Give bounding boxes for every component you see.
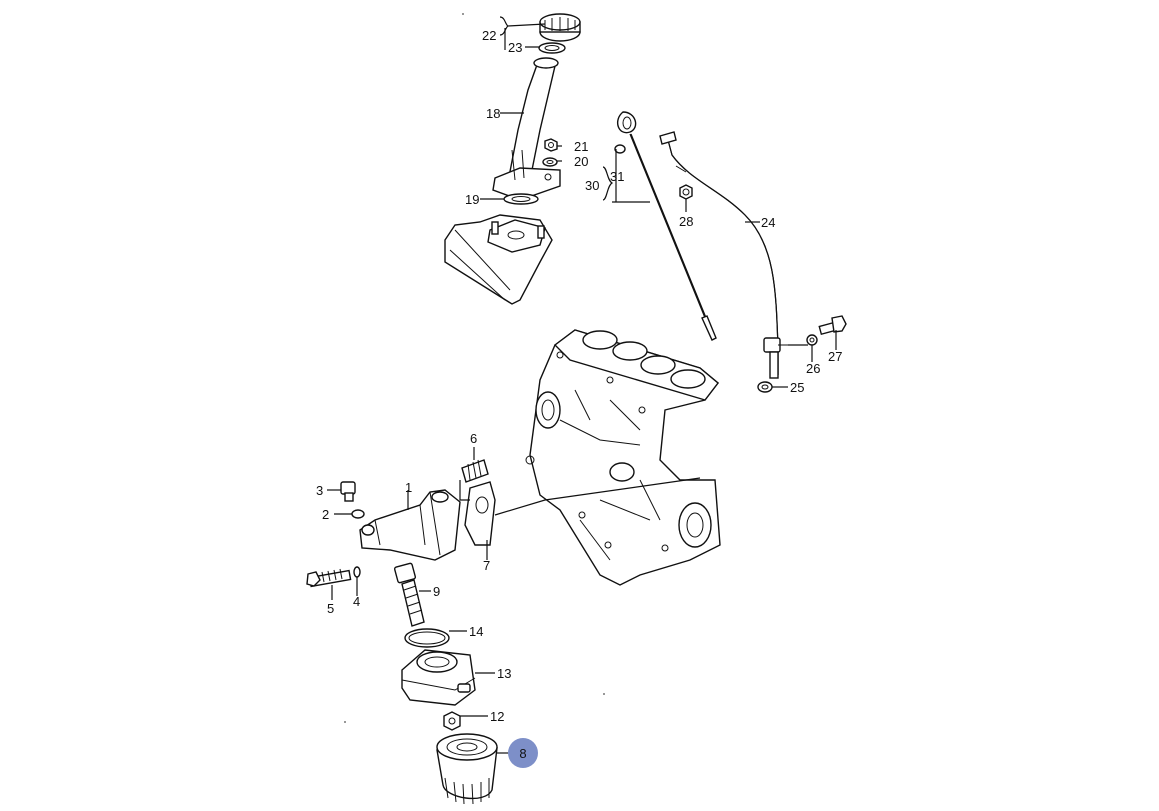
speck — [603, 693, 605, 695]
bolt-27[interactable] — [818, 315, 847, 336]
seal-25[interactable] — [757, 381, 773, 393]
seal-2[interactable] — [351, 509, 365, 519]
leader-lines — [327, 16, 837, 754]
stud-6[interactable] — [461, 459, 489, 483]
callout-9[interactable]: 9 — [433, 584, 440, 599]
callout-1[interactable]: 1 — [405, 480, 412, 495]
callout-31[interactable]: 31 — [610, 169, 624, 184]
oil-filler-cap[interactable] — [539, 13, 581, 42]
callout-21[interactable]: 21 — [574, 139, 588, 154]
callout-26[interactable]: 26 — [806, 361, 820, 376]
callout-13[interactable]: 13 — [497, 666, 511, 681]
oil-filter-bracket[interactable] — [359, 489, 461, 561]
callout-4[interactable]: 4 — [353, 594, 360, 609]
seal-4[interactable] — [353, 566, 361, 578]
oil-dipstick[interactable] — [616, 111, 717, 341]
callout-28[interactable]: 28 — [679, 214, 693, 229]
dipstick-seal-31[interactable] — [614, 144, 626, 154]
callout-22[interactable]: 22 — [482, 28, 496, 43]
callout-30[interactable]: 30 — [585, 178, 599, 193]
callout-labels: 22 23 18 21 20 19 30 31 28 24 27 26 25 6… — [316, 28, 842, 768]
callout-18[interactable]: 18 — [486, 106, 500, 121]
callout-8[interactable]: 8 — [519, 746, 526, 761]
filler-cap-seal[interactable] — [538, 42, 566, 54]
dipstick-guide-tube[interactable] — [659, 131, 800, 379]
callout-24[interactable]: 24 — [761, 215, 775, 230]
callout-2[interactable]: 2 — [322, 507, 329, 522]
callout-12[interactable]: 12 — [490, 709, 504, 724]
washer-26[interactable] — [806, 334, 818, 346]
gasket-7[interactable] — [464, 481, 496, 546]
speck — [462, 13, 464, 15]
oil-filter-8[interactable] — [436, 733, 498, 805]
callout-19[interactable]: 19 — [465, 192, 479, 207]
oil-cooler-13[interactable] — [401, 649, 476, 706]
nut-21[interactable] — [544, 138, 558, 152]
callout-25[interactable]: 25 — [790, 380, 804, 395]
plug-3[interactable] — [340, 481, 356, 502]
callout-27[interactable]: 27 — [828, 349, 842, 364]
highlight-marker — [508, 738, 538, 768]
callout-7[interactable]: 7 — [483, 558, 490, 573]
cylinder-head-cover-section — [444, 214, 553, 305]
washer-20[interactable] — [542, 157, 558, 167]
speck — [344, 721, 346, 723]
callout-8-highlight[interactable]: 8 — [508, 738, 538, 768]
callout-6[interactable]: 6 — [470, 431, 477, 446]
nut-12[interactable] — [443, 711, 461, 731]
o-ring-14[interactable] — [404, 628, 450, 648]
callout-14[interactable]: 14 — [469, 624, 483, 639]
callout-20[interactable]: 20 — [574, 154, 588, 169]
nut-28[interactable] — [679, 184, 693, 200]
callout-3[interactable]: 3 — [316, 483, 323, 498]
hollow-bolt-9[interactable] — [393, 562, 425, 627]
callout-23[interactable]: 23 — [508, 40, 522, 55]
engine-block — [525, 329, 721, 586]
oil-filler-neck[interactable] — [492, 57, 561, 201]
filler-neck-gasket[interactable] — [503, 193, 539, 205]
callout-5[interactable]: 5 — [327, 601, 334, 616]
bolt-5[interactable] — [306, 568, 352, 588]
